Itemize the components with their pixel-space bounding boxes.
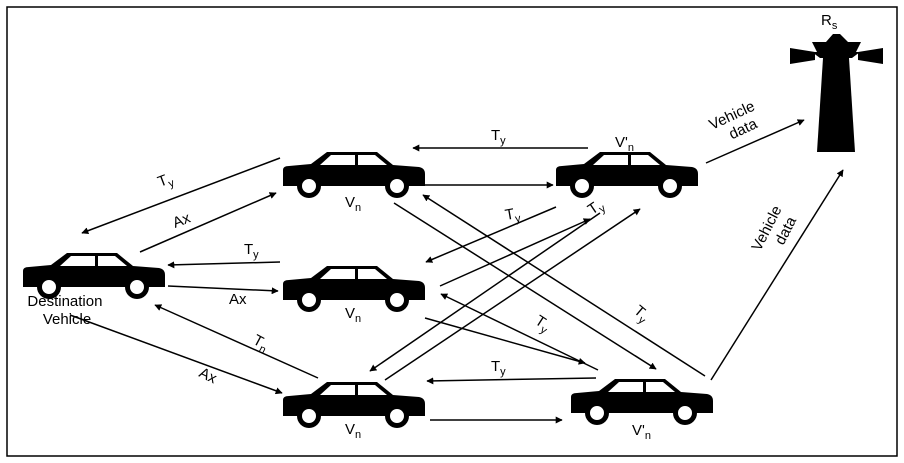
vehicle-prime-bottom-car [570,378,714,426]
arrow-vprime-bottom-to-vmid [440,293,599,371]
arrow-dest-to-vmid [167,285,279,295]
diagram-frame [6,6,898,457]
arrow-vmid-to-dest [167,261,281,269]
label-ty-mid-left: Ty [244,241,259,261]
label-ax-top-left: Ax [170,209,193,231]
lighthouse-rsu-icon [790,34,883,152]
arrow-dest-to-vbottom [69,314,283,395]
vehicle-prime-top-label: V'n [615,134,634,154]
vehicle-prime-top-car [555,151,699,199]
destination-vehicle-label: Destination Vehicle [27,293,106,328]
vehicle-bottom-label: Vn [345,421,361,441]
arrow-vprime-bottom-to-rsu [710,169,844,381]
label-ax-mid-left: Ax [229,291,247,308]
vehicle-prime-bottom-label: V'n [632,422,651,442]
label-ty-long-diag: Ty [629,302,653,327]
label-ty-cross-b: Ty [585,196,609,221]
label-ty-top-left: Ty [155,169,176,193]
label-ty-bottom-horiz: Ty [491,358,506,378]
arrow-vmid-to-vprime-bottom [424,317,586,365]
vehicle-top-car [282,151,426,199]
vehicle-data-top-label: Vehicle data [707,96,769,149]
arrow-vprime-top-to-vmid [425,206,557,263]
arrow-vmid-to-vprime-top [439,218,591,287]
label-tn-bottom-left: Tn [249,332,272,357]
rs-label: Rs [821,12,838,32]
arrow-vprime-top-to-vbottom [369,212,601,372]
arrow-vprime-bottom-to-vbottom [426,377,597,385]
arrow-vtop-to-vprime-bottom [393,202,657,370]
label-ty-lower-cross: Ty [530,312,554,337]
arrow-vbottom-to-dest [154,304,319,379]
arrow-vprime-top-to-rsu [705,119,805,164]
vehicle-data-right-label: Vehicle data [748,199,803,262]
label-ty-cross-a: Ty [504,205,522,227]
arrow-dest-to-vtop [139,192,277,253]
arrow-vtop-to-dest [81,157,281,235]
vehicle-top-label: Vn [345,194,361,214]
label-ax-bottom-left: Ax [196,364,220,387]
arrow-vbottom-to-vprime-top [384,208,641,381]
arrow-vprime-bottom-to-vtop [422,194,706,377]
vehicle-mid-label: Vn [345,305,361,325]
label-ty-top-horiz: Ty [491,127,506,147]
